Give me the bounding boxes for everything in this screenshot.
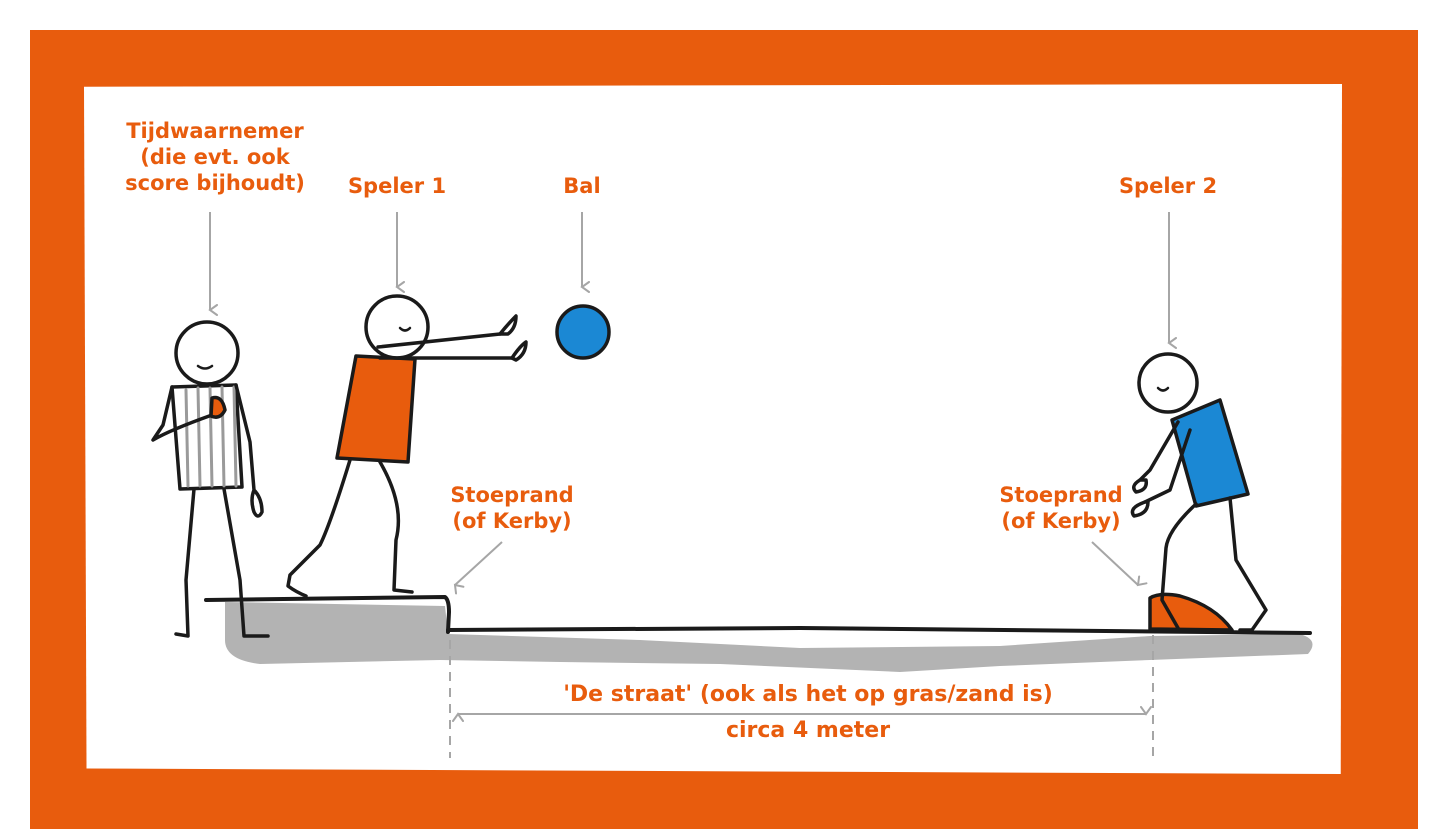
timekeeper-figure [151,320,270,638]
label-distance: circa 4 meter [725,718,891,743]
ball [555,304,611,360]
street-line [446,625,1312,635]
raised-sidewalk [204,595,451,634]
label-curb-left: Stoeprand (of Kerby) [450,483,574,533]
player2-figure [1130,352,1268,632]
label-timekeeper: Tijdwaarnemer (die evt. ook score bijhou… [125,119,305,195]
label-street: 'De straat' (ook als het op gras/zand is… [563,682,1053,707]
arrow-curb-left [453,541,503,595]
label-player1: Speler 1 [347,174,447,198]
ground-shadow [225,602,1313,672]
label-ball: Bal [563,174,601,198]
label-curb-right: Stoeprand (of Kerby) [999,483,1123,533]
kerby-block [1148,592,1234,632]
label-player2: Speler 2 [1118,174,1218,198]
player1-figure [286,294,528,598]
arrow-curb-right [1091,541,1148,587]
